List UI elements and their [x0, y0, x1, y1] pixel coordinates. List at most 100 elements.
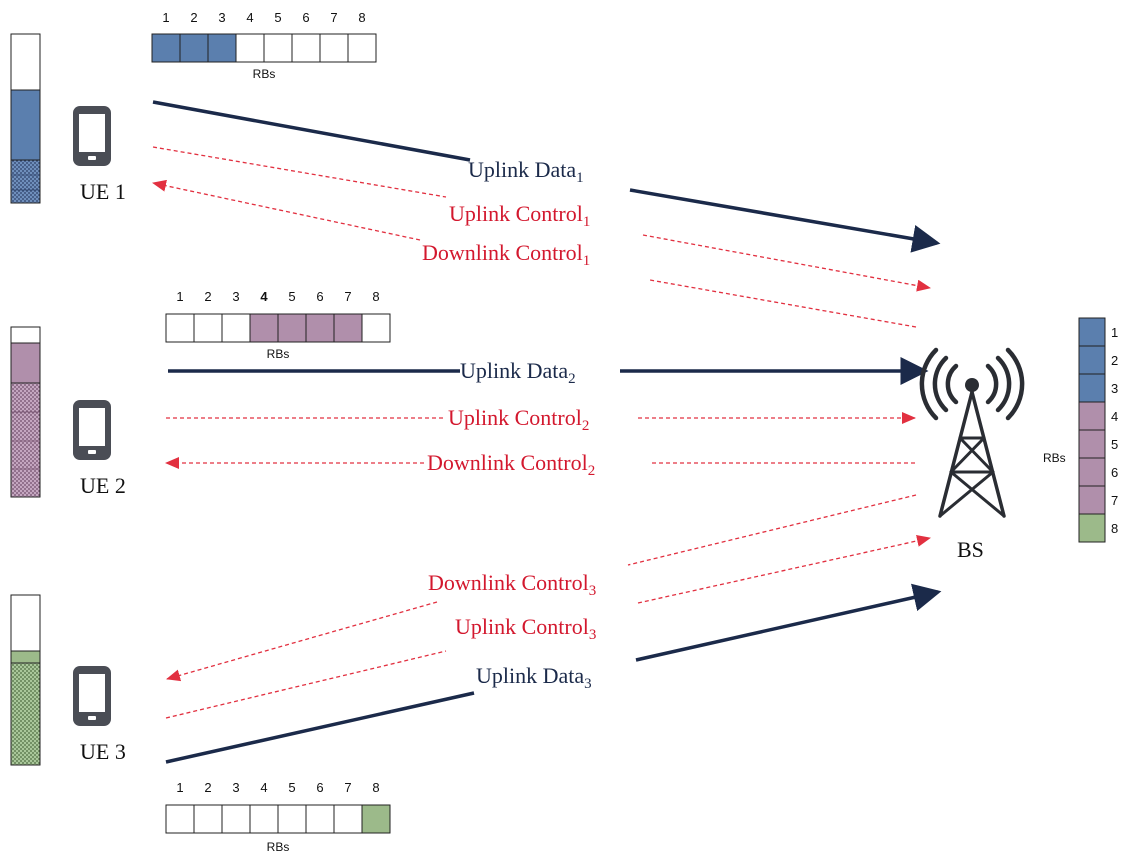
rb-cell — [249, 804, 279, 834]
rb-number: 2 — [190, 10, 197, 25]
links-ue1: Uplink Data1 Uplink Control1 Downlink Co… — [152, 100, 941, 328]
rb-cell — [221, 804, 251, 834]
ue3-group: UE 3 1 2 3 4 5 6 7 8 RBs — [10, 594, 391, 854]
rb-cell — [347, 33, 377, 63]
rb-cell — [235, 33, 265, 63]
rb-cell — [305, 313, 335, 343]
ue1-rb-grid: 1 2 3 4 5 6 7 8 RBs — [151, 10, 377, 81]
rb-cell — [277, 804, 307, 834]
rb-number: 7 — [344, 289, 351, 304]
bs-group: BS 1 2 3 4 5 6 7 8 RBs — [919, 317, 1118, 562]
rbs-label: RBs — [253, 67, 276, 81]
rb-number: 1 — [162, 10, 169, 25]
rbs-label: RBs — [267, 840, 290, 854]
rb-number: 3 — [232, 289, 239, 304]
bs-rb-cell — [1078, 317, 1106, 347]
rb-number: 7 — [1111, 493, 1118, 508]
ue1-buffer — [10, 33, 41, 204]
rb-cell — [361, 313, 391, 343]
rb-number: 1 — [1111, 325, 1118, 340]
ue3-label: UE 3 — [80, 739, 126, 764]
rb-number: 1 — [176, 289, 183, 304]
rb-cell — [305, 804, 335, 834]
uplink-data-3-label: Uplink Data3 — [476, 663, 592, 692]
ue2-buffer — [10, 326, 41, 498]
bs-rb-cell — [1078, 401, 1106, 431]
bs-rb-stack: 1 2 3 4 5 6 7 8 RBs — [1043, 317, 1118, 543]
ue3-rb-grid: 1 2 3 4 5 6 7 8 RBs — [165, 780, 391, 854]
rb-number: 2 — [204, 289, 211, 304]
rb-number: 6 — [316, 289, 323, 304]
rb-number: 7 — [330, 10, 337, 25]
rb-cell — [165, 804, 195, 834]
uplink-control-3-label: Uplink Control3 — [455, 614, 596, 643]
rb-cell — [207, 33, 237, 63]
rb-number: 3 — [232, 780, 239, 795]
ue1-group: UE 1 1 2 3 4 5 6 7 8 RBs — [10, 10, 377, 204]
rb-cell — [361, 804, 391, 834]
rb-cell — [263, 33, 293, 63]
phone-icon — [73, 106, 111, 166]
bs-rbs-label: RBs — [1043, 451, 1066, 465]
rb-cell — [319, 33, 349, 63]
ue2-rb-grid: 1 2 3 4 5 6 7 8 RBs — [165, 289, 391, 361]
rb-cell — [151, 33, 181, 63]
rb-number: 5 — [288, 289, 295, 304]
rb-number: 2 — [1111, 353, 1118, 368]
rb-number: 1 — [176, 780, 183, 795]
rb-number: 5 — [274, 10, 281, 25]
ue1-label: UE 1 — [80, 179, 126, 204]
rb-cell — [333, 313, 363, 343]
rb-number: 2 — [204, 780, 211, 795]
rb-cell — [221, 313, 251, 343]
rb-number: 4 — [260, 289, 268, 304]
rb-number: 6 — [316, 780, 323, 795]
bs-rb-cell — [1078, 457, 1106, 487]
links-ue3: Downlink Control3 Uplink Control3 Uplink… — [165, 494, 942, 764]
uplink-data-1-label: Uplink Data1 — [468, 157, 584, 186]
phone-icon — [73, 400, 111, 460]
rb-cell — [179, 33, 209, 63]
rb-cell — [277, 313, 307, 343]
rb-cell — [193, 313, 223, 343]
uplink-control-2-label: Uplink Control2 — [448, 405, 589, 434]
ue3-buffer — [10, 594, 41, 766]
bs-rb-cell — [1078, 373, 1106, 403]
rb-number: 8 — [1111, 521, 1118, 536]
downlink-control-1-label: Downlink Control1 — [422, 240, 590, 269]
uplink-control-1-label: Uplink Control1 — [449, 201, 590, 230]
bs-rb-cell — [1078, 485, 1106, 515]
rb-number: 6 — [302, 10, 309, 25]
rb-cell — [165, 313, 195, 343]
rb-number: 5 — [288, 780, 295, 795]
ue2-label: UE 2 — [80, 473, 126, 498]
rb-number: 6 — [1111, 465, 1118, 480]
rb-cell — [291, 33, 321, 63]
rb-number: 3 — [1111, 381, 1118, 396]
bs-rb-cell — [1078, 513, 1106, 543]
ue1-rb-numbers: 1 2 3 4 5 6 7 8 — [162, 10, 365, 25]
rb-number: 8 — [358, 10, 365, 25]
rb-number: 4 — [246, 10, 253, 25]
rb-number: 5 — [1111, 437, 1118, 452]
ue3-rb-numbers: 1 2 3 4 5 6 7 8 — [176, 780, 379, 795]
bs-rb-cell — [1078, 345, 1106, 375]
phone-icon — [73, 666, 111, 726]
rb-cell — [193, 804, 223, 834]
ue2-rb-numbers: 1 2 3 4 5 6 7 8 — [176, 289, 379, 304]
downlink-control-3-label: Downlink Control3 — [428, 570, 596, 599]
rb-number: 8 — [372, 289, 379, 304]
ue2-group: UE 2 1 2 3 4 5 6 7 8 RBs — [10, 289, 391, 498]
bs-rb-cell — [1078, 429, 1106, 459]
rb-number: 7 — [344, 780, 351, 795]
links-ue2: Uplink Data2 Uplink Control2 Downlink Co… — [165, 357, 929, 479]
rbs-label: RBs — [267, 347, 290, 361]
rb-cell — [249, 313, 279, 343]
rb-number: 8 — [372, 780, 379, 795]
rb-number: 4 — [260, 780, 267, 795]
bs-label: BS — [957, 537, 984, 562]
rb-cell — [333, 804, 363, 834]
antenna-tower-icon — [919, 347, 1025, 518]
rb-number: 3 — [218, 10, 225, 25]
